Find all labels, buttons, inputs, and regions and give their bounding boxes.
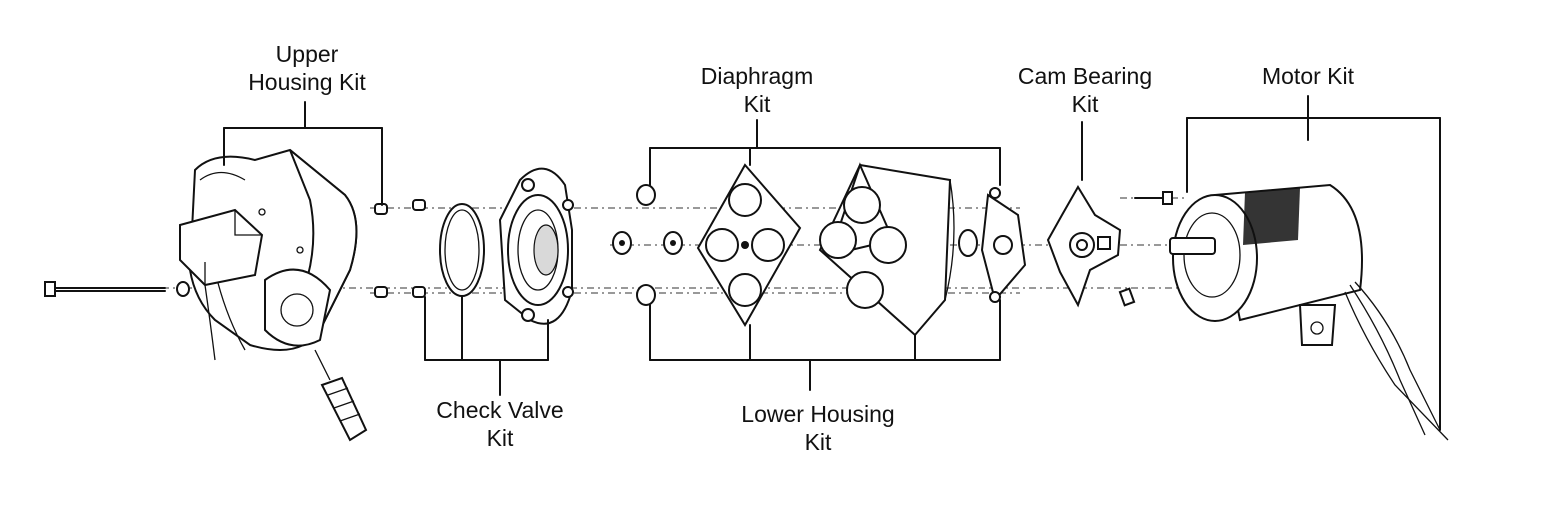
label-diaphragm-line1: Diaphragm (700, 63, 814, 89)
check-valve-plate (498, 167, 574, 325)
label-upper-housing-line1: Upper (275, 41, 339, 67)
label-lower-housing-kit: Lower Housing Kit (741, 400, 894, 456)
label-diaphragm-kit: Diaphragm Kit (701, 62, 814, 118)
upper-housing (179, 148, 358, 361)
bracket-diaphragm (649, 119, 1001, 186)
label-upper-housing-line2: Housing Kit (248, 69, 366, 95)
label-cam-bearing-line2: Kit (1071, 91, 1099, 117)
lower-housing (818, 162, 955, 337)
label-check-valve-kit: Check Valve Kit (436, 396, 563, 452)
bracket-lower-housing (649, 299, 1001, 391)
valve-pieces (612, 184, 683, 306)
label-cam-bearing-kit: Cam Bearing Kit (1018, 62, 1152, 118)
label-check-valve-line1: Check Valve (436, 397, 564, 423)
label-check-valve-line2: Kit (486, 425, 514, 451)
hose-barb-fitting (314, 349, 368, 442)
label-lower-housing-line1: Lower Housing (741, 401, 895, 427)
long-screw (44, 281, 190, 297)
diaphragm (696, 163, 802, 327)
label-diaphragm-line2: Kit (743, 91, 771, 117)
bracket-upper-housing (223, 101, 383, 206)
motor (1169, 183, 1449, 441)
label-lower-housing-line2: Kit (804, 429, 832, 455)
label-upper-housing-kit: Upper Housing Kit (248, 40, 366, 96)
label-motor-kit: Motor Kit (1262, 62, 1354, 90)
o-ring (439, 203, 485, 297)
label-motor-line1: Motor Kit (1261, 63, 1355, 89)
motor-screw (1134, 191, 1173, 205)
cam-wobble-plate (958, 187, 1027, 303)
cam-bearing (1046, 185, 1136, 308)
bracket-check-valve (424, 296, 549, 396)
bracket-motor-kit (1186, 95, 1441, 431)
housing-screws (374, 199, 426, 298)
label-cam-bearing-line1: Cam Bearing (1017, 63, 1153, 89)
